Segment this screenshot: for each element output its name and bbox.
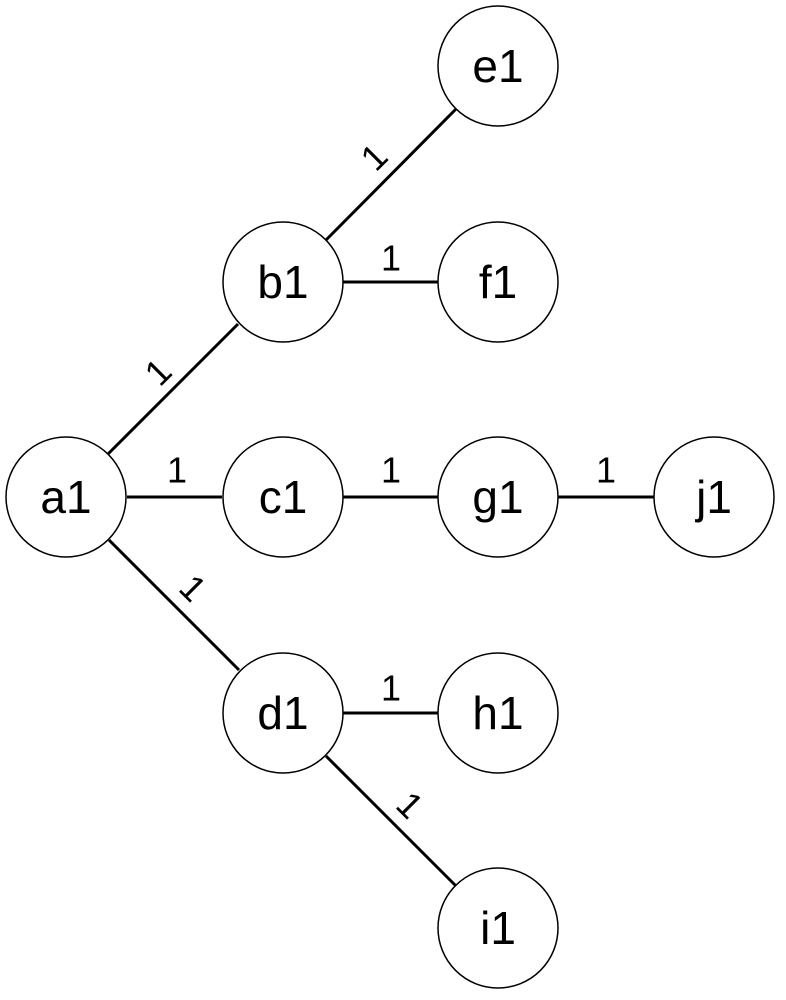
node-c1: c1 (222, 436, 344, 558)
node-label: j1 (694, 471, 732, 523)
node-circle (437, 5, 559, 127)
node-label: d1 (257, 687, 308, 739)
edge-b1-e1 (324, 107, 458, 242)
node-label: i1 (480, 902, 516, 954)
node-circle (5, 436, 127, 558)
node-circle (222, 221, 344, 343)
node-circle (437, 652, 559, 774)
edge-weight-a1-d1: 1 (171, 566, 214, 609)
node-circle (437, 436, 559, 558)
node-a1: a1 (5, 436, 127, 558)
node-circle (222, 436, 344, 558)
node-label: h1 (472, 687, 523, 739)
node-j1: j1 (653, 436, 775, 558)
node-d1: d1 (222, 652, 344, 774)
node-g1: g1 (437, 436, 559, 558)
edge-a1-b1 (106, 322, 240, 456)
node-h1: h1 (437, 652, 559, 774)
node-i1: i1 (437, 867, 559, 989)
edge-weight-d1-h1: 1 (381, 668, 401, 709)
node-label: a1 (40, 471, 91, 523)
node-label: f1 (479, 256, 517, 308)
edges-layer (106, 107, 654, 888)
node-label: g1 (472, 471, 523, 523)
node-label: b1 (257, 256, 308, 308)
node-f1: f1 (437, 221, 559, 343)
edge-weight-g1-j1: 1 (596, 450, 616, 491)
edge-weight-d1-i1: 1 (388, 783, 431, 826)
node-circle (653, 436, 775, 558)
node-e1: e1 (437, 5, 559, 127)
edge-weight-a1-c1: 1 (167, 450, 187, 491)
nodes-layer: a1 b1 c1 d1 e1 f1 g1 h1 (5, 5, 775, 989)
edge-weight-c1-g1: 1 (381, 450, 401, 491)
node-label: c1 (259, 471, 308, 523)
node-circle (437, 867, 559, 989)
node-label: e1 (472, 40, 523, 92)
node-circle (222, 652, 344, 774)
node-circle (437, 221, 559, 343)
edge-a1-d1 (107, 538, 241, 672)
edge-weight-b1-e1: 1 (352, 135, 395, 178)
edge-d1-i1 (324, 754, 458, 888)
edge-weight-b1-f1: 1 (381, 238, 401, 279)
node-b1: b1 (222, 221, 344, 343)
